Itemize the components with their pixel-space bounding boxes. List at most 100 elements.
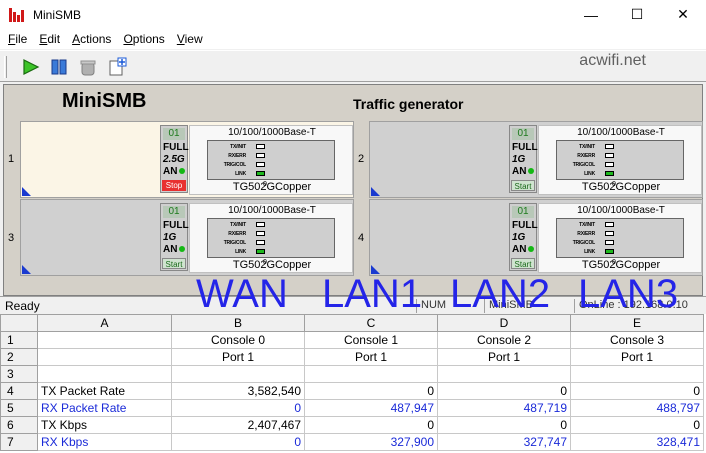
status-ready: Ready [5,299,40,313]
port-stop-button[interactable]: Stop [162,180,186,191]
data-cell[interactable]: Console 0 [171,331,305,349]
port-start-button[interactable]: Start [162,258,186,269]
row-header[interactable]: 6 [0,416,38,434]
port-autoneg: AN [163,244,178,255]
data-cell[interactable]: 327,900 [304,433,438,451]
port-speed: 2.5G [163,154,185,165]
port-slot-number: 1 [8,153,15,165]
status-num: NUM [416,299,446,313]
row-header[interactable]: 2 [0,348,38,366]
data-cell[interactable]: 0 [570,382,704,400]
menu-actions[interactable]: Actions [66,32,117,46]
led-label: TRIG/COL [572,161,595,168]
row-label-cell[interactable] [37,348,172,366]
data-cell[interactable]: Port 1 [304,348,438,366]
toolbar-grip[interactable] [4,56,7,78]
data-cell[interactable]: 0 [171,399,305,417]
data-cell[interactable]: Port 1 [570,348,704,366]
module-type: 10/100/1000Base-T [577,205,665,216]
led-label: TRIG/COL [572,239,595,246]
led-row: RX/ERR [208,230,334,237]
data-cell[interactable]: 0 [437,416,571,434]
overlay-lan3: LAN3 [578,272,679,316]
port-speed: 1G [512,232,526,243]
module-type: 10/100/1000Base-T [228,205,316,216]
menu-label: ctions [80,32,112,46]
data-cell[interactable]: 487,947 [304,399,438,417]
row-header[interactable]: 4 [0,382,38,400]
data-cell[interactable]: 487,719 [437,399,571,417]
menu-label: ptions [132,32,165,46]
data-cell[interactable]: Port 1 [437,348,571,366]
row-label-cell[interactable]: TX Packet Rate [37,382,172,400]
data-cell[interactable]: 2,407,467 [171,416,305,434]
led-row: TRIG/COL [557,239,683,246]
data-cell[interactable]: 0 [570,416,704,434]
led-label: TX/INIT [579,221,595,228]
resize-corner-icon[interactable] [22,187,31,196]
resize-corner-icon[interactable] [371,187,380,196]
column-header[interactable]: A [37,314,172,332]
row-header[interactable]: 7 [0,433,38,451]
data-cell[interactable]: 328,471 [570,433,704,451]
row-label-cell[interactable]: RX Kbps [37,433,172,451]
menu-file[interactable]: File [2,32,33,46]
column-header[interactable]: E [570,314,704,332]
menu-hotkey: A [72,32,81,46]
column-header[interactable]: C [304,314,438,332]
row-header[interactable]: 5 [0,399,38,417]
data-cell[interactable]: 327,747 [437,433,571,451]
data-cell[interactable] [437,365,571,383]
row-label-cell[interactable]: TX Kbps [37,416,172,434]
data-cell[interactable] [171,365,305,383]
menu-edit[interactable]: Edit [33,32,66,46]
data-cell[interactable]: 0 [171,433,305,451]
data-cell[interactable]: Port 1 [171,348,305,366]
data-cell[interactable]: Console 3 [570,331,704,349]
resize-corner-icon[interactable] [371,265,380,274]
port-start-button[interactable]: Start [511,258,535,269]
row-label-cell[interactable]: RX Packet Rate [37,399,172,417]
autoneg-status-icon [528,246,534,252]
data-cell[interactable]: Console 2 [437,331,571,349]
row-label-cell[interactable] [37,331,172,349]
maximize-button[interactable]: ☐ [630,6,644,22]
led-indicator [256,171,265,176]
column-header[interactable]: D [437,314,571,332]
data-cell[interactable]: 488,797 [570,399,704,417]
data-cell[interactable]: 3,582,540 [171,382,305,400]
menu-label: dit [47,32,61,46]
led-indicator [256,162,265,167]
data-cell[interactable] [570,365,704,383]
row-header[interactable]: 3 [0,365,38,383]
led-row: TRIG/COL [557,161,683,168]
led-row: TX/INIT [208,143,334,150]
port-start-button[interactable]: Start [511,180,535,191]
data-cell[interactable]: Console 1 [304,331,438,349]
resize-corner-icon[interactable] [22,265,31,274]
row-label-cell[interactable] [37,365,172,383]
corner-cell[interactable] [0,314,38,332]
column-header[interactable]: B [171,314,305,332]
data-cell[interactable]: 0 [304,382,438,400]
data-cell[interactable]: 0 [304,416,438,434]
play-icon[interactable] [20,57,42,77]
menu-view[interactable]: View [171,32,209,46]
add-sheet-icon[interactable] [106,57,128,77]
led-label: LINK [584,248,595,255]
data-cell[interactable] [304,365,438,383]
close-button[interactable]: ✕ [677,6,689,22]
minimize-button[interactable]: — [584,6,598,23]
data-cell[interactable]: 0 [437,382,571,400]
trash-icon[interactable] [77,57,99,77]
row-header[interactable]: 1 [0,331,38,349]
columns-icon[interactable] [48,57,70,77]
menu-options[interactable]: Options [117,32,170,46]
